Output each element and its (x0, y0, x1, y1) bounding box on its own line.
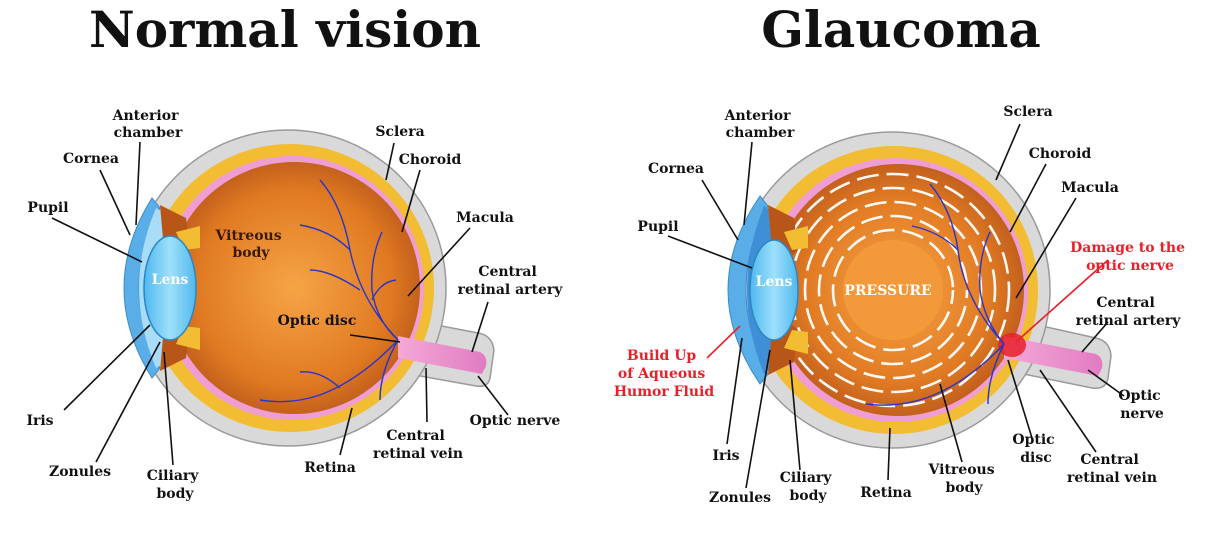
glaucoma-labels: Anterior chamber Cornea Pupil Sclera Cho… (614, 104, 1190, 506)
lens-label: Lens (152, 272, 189, 288)
lens-shape-g (749, 239, 799, 341)
label-zonules: Zonules (49, 464, 111, 480)
label-sclera-g: Sclera (1003, 104, 1052, 120)
label-iris: Iris (26, 413, 53, 429)
label-anterior-chamber-g: Anterior chamber (724, 108, 796, 141)
label-cornea-g: Cornea (648, 161, 704, 177)
label-buildup-aqueous: Build Up of Aqueous Humor Fluid (614, 348, 715, 400)
vitreous-chamber (168, 162, 420, 414)
label-pupil-g: Pupil (637, 219, 678, 235)
lens-shape (143, 235, 197, 341)
optic-disc-label: Optic disc (278, 313, 357, 329)
ciliary-body-shape-lower-g (784, 330, 808, 354)
label-central-retinal-vein-g: Central retinal vein (1067, 452, 1157, 486)
lens-label-g: Lens (756, 274, 793, 290)
label-optic-nerve-g: Optic nerve (1118, 388, 1165, 422)
glaucoma-leader-lines (667, 123, 1125, 489)
label-vitreous-body-g: Vitreous body (928, 462, 1000, 496)
glaucoma-eye: PRESSURE Lens (727, 131, 1112, 449)
pressure-core (843, 240, 943, 340)
retinal-vessels-g (865, 183, 1005, 406)
label-cornea: Cornea (63, 151, 119, 167)
label-zonules-g: Zonules (709, 490, 771, 506)
label-optic-nerve: Optic nerve (470, 413, 561, 429)
title-glaucoma: Glaucoma (761, 0, 1041, 59)
label-central-retinal-vein: Central retinal vein (373, 428, 463, 462)
optic-nerve-fibers-g (1004, 336, 1103, 376)
label-retina-g: Retina (860, 485, 912, 501)
label-macula-g: Macula (1061, 180, 1119, 196)
label-iris-g: Iris (712, 448, 739, 464)
label-pupil: Pupil (27, 200, 68, 216)
label-optic-disc-g: Optic disc (1012, 432, 1059, 466)
label-central-retinal-artery: Central retinal artery (458, 264, 564, 298)
label-macula: Macula (456, 210, 514, 226)
label-choroid-g: Choroid (1029, 146, 1092, 162)
label-damage-optic-nerve: Damage to the optic nerve (1070, 240, 1190, 274)
label-retina: Retina (304, 460, 356, 476)
ciliary-body-shape-g (784, 226, 808, 250)
vitreous-body-label: Vitreous body (215, 228, 287, 261)
normal-leader-lines (51, 141, 509, 466)
label-anterior-chamber: Anterior chamber (112, 108, 184, 141)
title-normal-vision: Normal vision (89, 0, 481, 59)
normal-eye: Lens Vitreous body Optic disc (123, 129, 495, 447)
retinal-vessels (259, 179, 399, 403)
normal-labels: Anterior chamber Cornea Pupil Sclera Cho… (26, 108, 563, 502)
label-choroid: Choroid (399, 152, 462, 168)
label-ciliary-body: Ciliary body (147, 468, 204, 502)
label-sclera: Sclera (375, 124, 424, 140)
optic-nerve-fibers (398, 336, 487, 374)
label-ciliary-body-g: Ciliary body (780, 470, 837, 504)
label-central-retinal-artery-g: Central retinal artery (1076, 295, 1182, 329)
pressure-label: PRESSURE (844, 283, 931, 299)
